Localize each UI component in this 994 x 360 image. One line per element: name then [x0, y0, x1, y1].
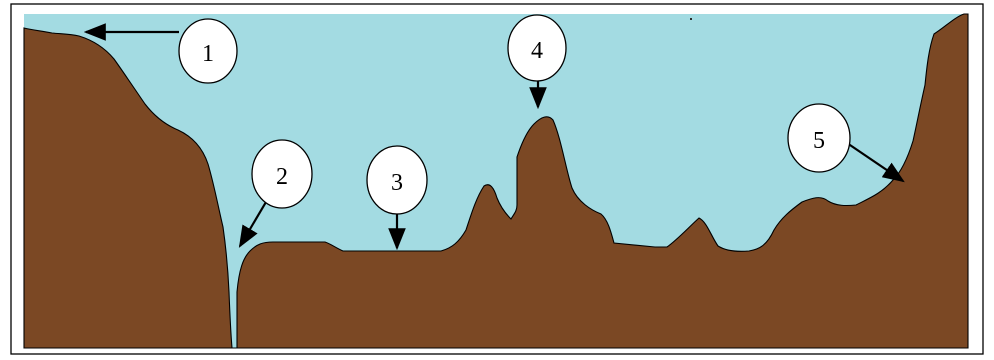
callout-2: 2: [251, 139, 313, 209]
callout-2-text: 2: [276, 164, 288, 190]
callout-5: 5: [787, 103, 851, 173]
callout-1-text: 1: [202, 41, 214, 67]
seafloor-profile: [23, 13, 969, 349]
arrow-5: [846, 142, 905, 183]
callout-1: 1: [178, 18, 238, 84]
callout-3-text: 3: [391, 170, 403, 196]
callout-4: 4: [507, 14, 567, 82]
arrow-2: [238, 201, 267, 248]
callout-3: 3: [366, 145, 428, 215]
speck: [690, 18, 692, 20]
callout-4-text: 4: [531, 38, 543, 64]
callout-5-text: 5: [813, 128, 825, 154]
